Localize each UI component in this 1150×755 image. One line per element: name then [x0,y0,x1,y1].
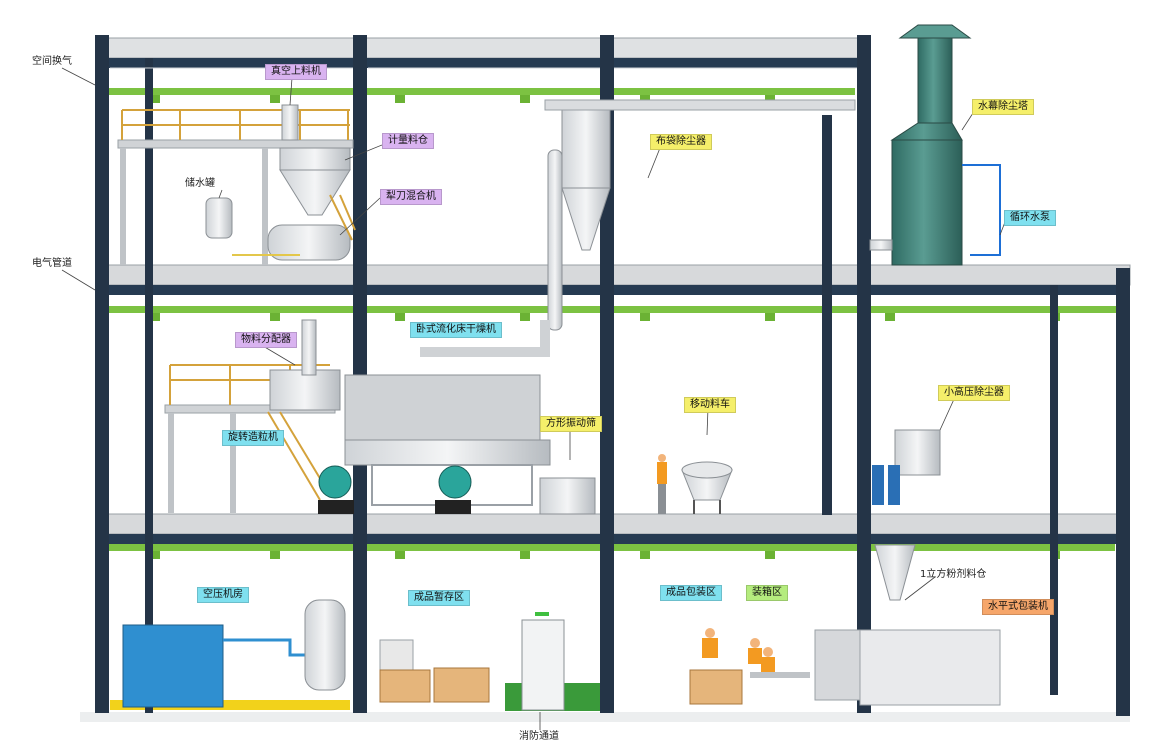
label-finished-storage: 成品暂存区 [408,590,470,606]
label-compressor-room: 空压机房 [197,587,249,603]
label-material-distributor: 物料分配器 [235,332,297,348]
label-electrical-conduit: 电气管道 [32,258,72,269]
ground-floor-equipment [122,544,1001,711]
label-circulating-pump: 循环水泵 [1004,210,1056,226]
label-fire-passage: 消防通道 [519,731,559,742]
label-mobile-cart: 移动料车 [684,397,736,413]
label-air-exchange: 空间换气 [32,56,72,67]
label-bag-filter: 布袋除尘器 [650,134,712,150]
label-metering-bin: 计量料仓 [382,133,434,149]
label-horizontal-packer: 水平式包装机 [982,599,1054,615]
label-plough-mixer: 犁刀混合机 [380,189,442,205]
compressor-floor-mark [110,700,350,710]
label-1m3-powder-bin: 1立方粉剂料仓 [920,569,987,580]
middle-floor-equipment [164,319,941,515]
upper-floor-equipment [117,24,1001,331]
label-square-vibrating-screen: 方形振动筛 [540,416,602,432]
label-water-tank: 储水罐 [185,178,215,189]
label-boxing: 装箱区 [746,585,788,601]
steel-columns [95,35,1130,716]
label-finished-packing: 成品包装区 [660,585,722,601]
label-fluid-bed-dryer: 卧式流化床干燥机 [410,322,502,338]
label-vacuum-loader: 真空上料机 [265,64,327,80]
ground [80,712,1130,722]
label-water-scrubber: 水幕除尘塔 [972,99,1034,115]
label-small-hp-dust-collector: 小高压除尘器 [938,385,1010,401]
label-rotary-granulator: 旋转造粒机 [222,430,284,446]
